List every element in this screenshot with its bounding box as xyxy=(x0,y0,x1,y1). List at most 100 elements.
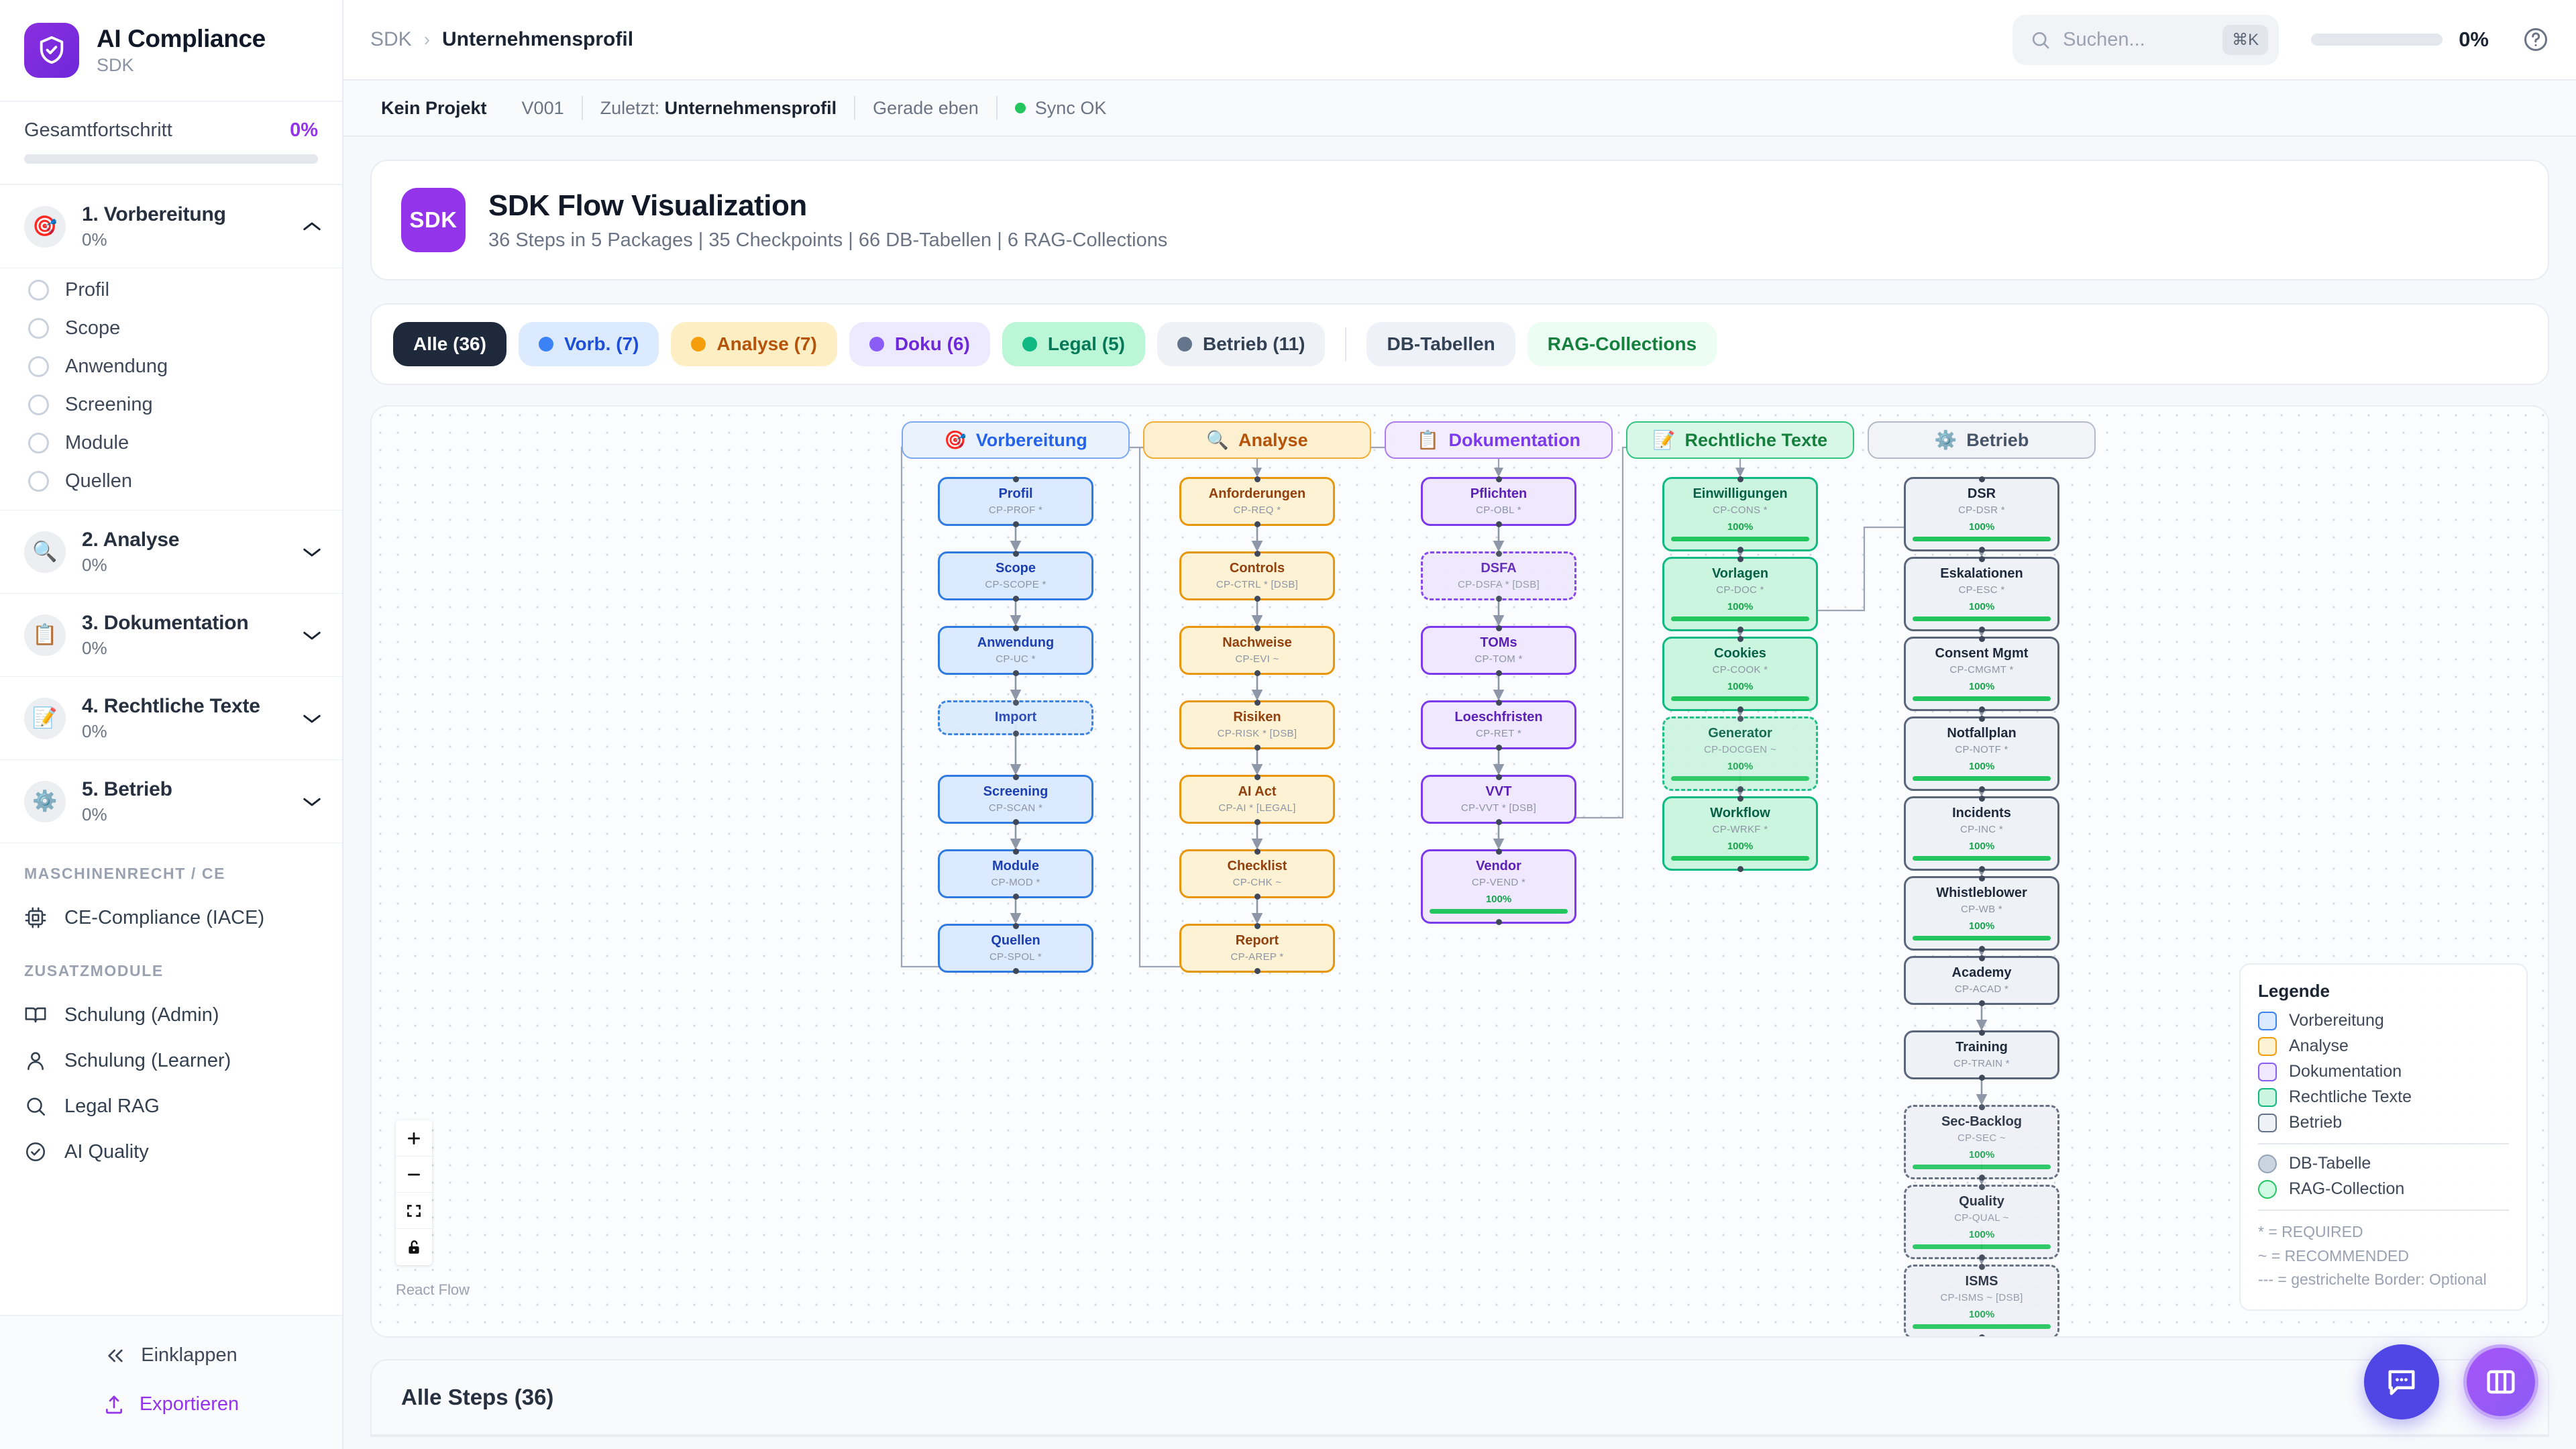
node-port-top[interactable] xyxy=(1012,773,1019,780)
breadcrumb-root[interactable]: SDK xyxy=(370,28,412,50)
filter-pill[interactable]: Legal (5) xyxy=(1002,322,1145,366)
node-port-top[interactable] xyxy=(1978,1263,1985,1270)
node-port-bottom[interactable] xyxy=(1012,967,1019,974)
node-port-bottom[interactable] xyxy=(1012,818,1019,825)
node-port-bottom[interactable] xyxy=(1254,818,1260,825)
node-port-bottom[interactable] xyxy=(1495,744,1502,751)
node-port-top[interactable] xyxy=(1254,550,1260,557)
node-port-top[interactable] xyxy=(1737,715,1743,722)
panel-fab[interactable] xyxy=(2463,1344,2538,1419)
node-port-bottom[interactable] xyxy=(1978,865,1985,872)
node-port-bottom[interactable] xyxy=(1978,1254,1985,1260)
lock-button[interactable] xyxy=(396,1229,432,1265)
node-port-bottom[interactable] xyxy=(1254,521,1260,527)
node-port-top[interactable] xyxy=(1737,795,1743,802)
flow-canvas[interactable]: 🎯Vorbereitung🔍Analyse📋Dokumentation📝Rech… xyxy=(370,405,2549,1338)
sidebar-phase-betrieb[interactable]: ⚙️ 5. Betrieb 0% xyxy=(0,760,342,843)
node-port-bottom[interactable] xyxy=(1978,546,1985,553)
node-port-top[interactable] xyxy=(1978,555,1985,562)
node-port-top[interactable] xyxy=(1978,1029,1985,1036)
node-port-top[interactable] xyxy=(1978,795,1985,802)
sidebar-phase-analyse[interactable]: 🔍 2. Analyse 0% xyxy=(0,511,342,594)
node-port-bottom[interactable] xyxy=(1495,595,1502,602)
node-port-top[interactable] xyxy=(1254,699,1260,706)
sidebar-item-scope[interactable]: Scope xyxy=(0,309,342,347)
node-port-bottom[interactable] xyxy=(1737,865,1743,872)
filter-pill[interactable]: Doku (6) xyxy=(849,322,990,366)
node-port-top[interactable] xyxy=(1254,476,1260,482)
node-port-top[interactable] xyxy=(1495,625,1502,631)
fit-view-button[interactable] xyxy=(396,1193,432,1229)
node-port-top[interactable] xyxy=(1737,635,1743,642)
node-port-top[interactable] xyxy=(1254,625,1260,631)
node-port-bottom[interactable] xyxy=(1254,595,1260,602)
sidebar-phase-rechtliche-texte[interactable]: 📝 4. Rechtliche Texte 0% xyxy=(0,677,342,760)
node-port-top[interactable] xyxy=(1737,555,1743,562)
node-port-bottom[interactable] xyxy=(1254,893,1260,900)
node-port-top[interactable] xyxy=(1254,773,1260,780)
node-port-top[interactable] xyxy=(1012,699,1019,706)
node-port-top[interactable] xyxy=(1978,1104,1985,1110)
node-port-bottom[interactable] xyxy=(1978,706,1985,712)
node-port-bottom[interactable] xyxy=(1254,669,1260,676)
node-port-top[interactable] xyxy=(1978,955,1985,961)
node-port-top[interactable] xyxy=(1012,848,1019,855)
node-port-bottom[interactable] xyxy=(1495,521,1502,527)
sidebar-item-ai-quality[interactable]: AI Quality xyxy=(0,1129,342,1175)
node-port-top[interactable] xyxy=(1012,476,1019,482)
node-port-top[interactable] xyxy=(1495,848,1502,855)
node-port-bottom[interactable] xyxy=(1012,595,1019,602)
flow-node[interactable]: Import xyxy=(938,699,1093,737)
node-port-top[interactable] xyxy=(1978,715,1985,722)
sidebar-item-screening[interactable]: Screening xyxy=(0,386,342,424)
sidebar-item-quellen[interactable]: Quellen xyxy=(0,462,342,500)
node-port-bottom[interactable] xyxy=(1012,893,1019,900)
collapse-sidebar-button[interactable]: Einklappen xyxy=(0,1331,342,1380)
sidebar-phase-dokumentation[interactable]: 📋 3. Dokumentation 0% xyxy=(0,594,342,677)
sidebar-phase-vorbereitung[interactable]: 🎯 1. Vorbereitung 0% xyxy=(0,185,342,268)
filter-pill[interactable]: Analyse (7) xyxy=(671,322,837,366)
node-port-bottom[interactable] xyxy=(1978,945,1985,952)
filter-pill[interactable]: Betrieb (11) xyxy=(1157,322,1326,366)
node-port-bottom[interactable] xyxy=(1978,1174,1985,1181)
export-button[interactable]: Exportieren xyxy=(0,1380,342,1429)
filter-pill[interactable]: RAG-Collections xyxy=(1527,322,1717,366)
node-port-bottom[interactable] xyxy=(1012,730,1019,737)
sidebar-item-ce-compliance[interactable]: CE-Compliance (IACE) xyxy=(0,895,342,941)
filter-pill[interactable]: Vorb. (7) xyxy=(518,322,659,366)
node-port-top[interactable] xyxy=(1254,848,1260,855)
sidebar-item-profil[interactable]: Profil xyxy=(0,271,342,309)
node-port-bottom[interactable] xyxy=(1254,744,1260,751)
zoom-out-button[interactable] xyxy=(396,1157,432,1193)
node-port-top[interactable] xyxy=(1737,476,1743,482)
sidebar-item-module[interactable]: Module xyxy=(0,424,342,462)
node-port-bottom[interactable] xyxy=(1978,786,1985,792)
node-port-top[interactable] xyxy=(1254,922,1260,929)
